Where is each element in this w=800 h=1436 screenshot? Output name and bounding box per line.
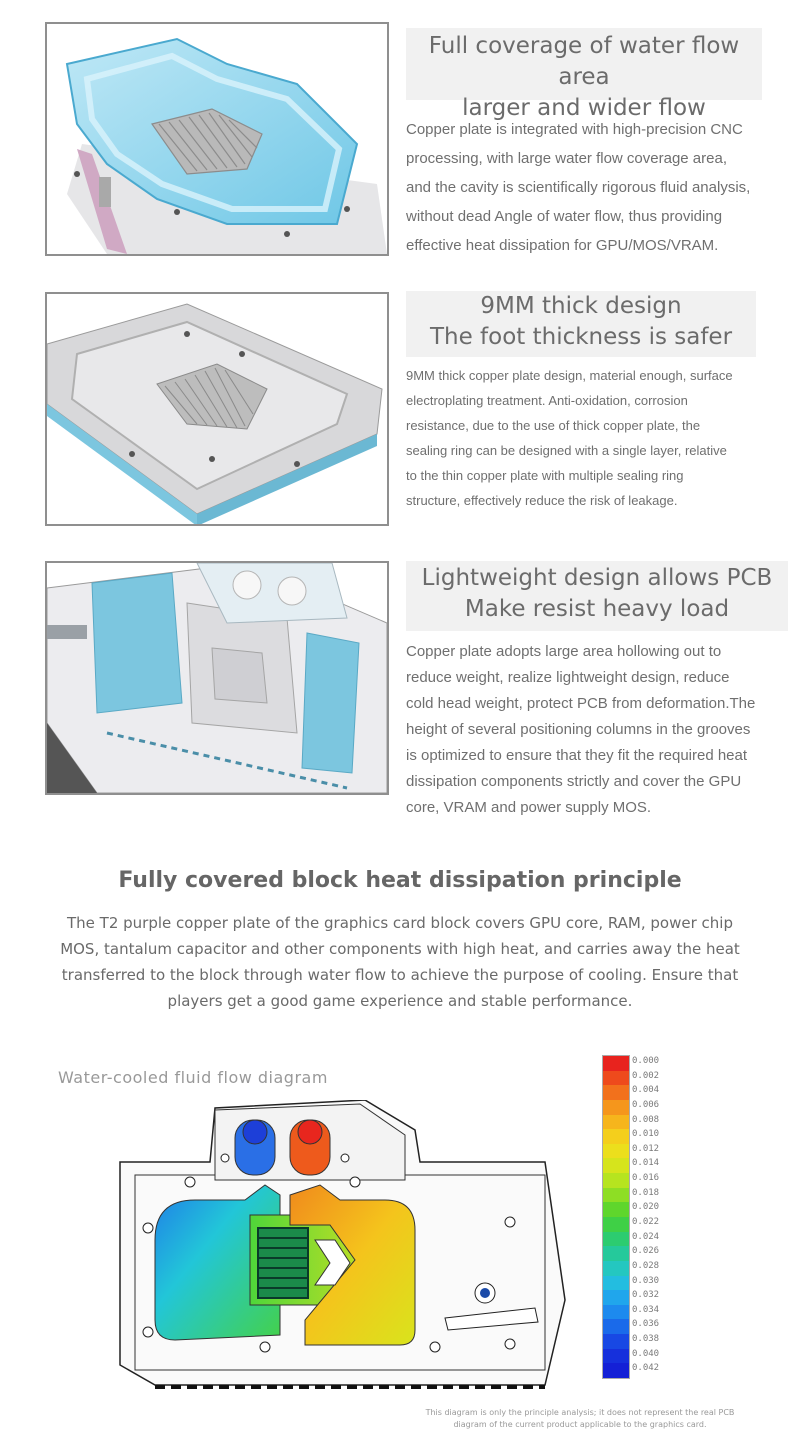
- legend-label: 0.030: [632, 1275, 660, 1286]
- section3-title: Lightweight design allows PCB Make resis…: [406, 561, 788, 631]
- section2-title-line2: The foot thickness is safer: [429, 324, 733, 350]
- body-line: and the cavity is scientifically rigorou…: [406, 179, 751, 196]
- footnote-line1: This diagram is only the principle analy…: [425, 1408, 735, 1417]
- section1-body: Copper plate is integrated with high-pre…: [406, 115, 786, 260]
- diagram-title: Water-cooled fluid flow diagram: [58, 1068, 328, 1087]
- legend-label: 0.024: [632, 1231, 660, 1242]
- legend-label: 0.020: [632, 1202, 660, 1213]
- legend-swatch: [603, 1143, 629, 1159]
- legend-swatch: [603, 1202, 629, 1218]
- body-line: without dead Angle of water flow, thus p…: [406, 208, 723, 225]
- body-line: cold head weight, protect PCB from defor…: [406, 695, 756, 712]
- hollowed-plate-illustration: [47, 563, 387, 793]
- body-line: to the thin copper plate with multiple s…: [406, 468, 684, 483]
- legend-swatch: [603, 1319, 629, 1335]
- section1-title-line1: Full coverage of water flow area: [428, 33, 740, 90]
- body-line: processing, with large water flow covera…: [406, 150, 727, 167]
- legend-label: 0.002: [632, 1070, 660, 1081]
- legend-swatch: [603, 1217, 629, 1233]
- legend-label: 0.036: [632, 1319, 660, 1330]
- diagram-footnote: This diagram is only the principle analy…: [380, 1407, 780, 1431]
- legend-label: 0.026: [632, 1246, 660, 1257]
- legend-swatch: [603, 1114, 629, 1130]
- legend-swatch: [603, 1187, 629, 1203]
- body-line: height of several positioning columns in…: [406, 721, 751, 738]
- legend-color-bar: [602, 1055, 630, 1379]
- body-line: is optimized to ensure that they fit the…: [406, 747, 748, 764]
- section1-title-line2: larger and wider flow: [462, 95, 706, 121]
- legend-label: 0.018: [632, 1187, 660, 1198]
- legend-swatch: [603, 1056, 629, 1072]
- body-line: effective heat dissipation for GPU/MOS/V…: [406, 237, 719, 254]
- body-line: 9MM thick copper plate design, material …: [406, 368, 733, 383]
- legend-swatch: [603, 1363, 629, 1379]
- legend-label: 0.034: [632, 1304, 660, 1315]
- section2-body: 9MM thick copper plate design, material …: [406, 363, 791, 513]
- legend-swatch: [603, 1231, 629, 1247]
- legend-swatch: [603, 1129, 629, 1145]
- legend-swatch: [603, 1158, 629, 1174]
- legend-swatch: [603, 1290, 629, 1306]
- legend-swatch: [603, 1085, 629, 1101]
- principle-heading: Fully covered block heat dissipation pri…: [118, 868, 682, 893]
- legend-label: 0.016: [632, 1173, 660, 1184]
- legend-label: 0.042: [632, 1363, 660, 1374]
- legend-label: 0.000: [632, 1056, 660, 1066]
- body-line: dissipation components strictly and cove…: [406, 773, 742, 790]
- legend-label: 0.012: [632, 1143, 660, 1154]
- legend-label: 0.032: [632, 1290, 660, 1301]
- body-line: Copper plate adopts large area hollowing…: [406, 643, 722, 660]
- legend-swatch: [603, 1260, 629, 1277]
- section2-title-line1: 9MM thick design: [480, 293, 682, 319]
- legend-label: 0.028: [632, 1260, 660, 1271]
- body-line: Copper plate is integrated with high-pre…: [406, 121, 743, 138]
- legend-swatch: [603, 1348, 629, 1364]
- legend-swatch: [603, 1070, 629, 1086]
- legend-label: 0.008: [632, 1114, 660, 1125]
- principle-body: The T2 purple copper plate of the graphi…: [30, 910, 770, 1014]
- fluid-flow-diagram: [119, 1100, 566, 1389]
- section3-title-line1: Lightweight design allows PCB: [421, 565, 773, 591]
- thick-copper-plate-illustration: [47, 303, 383, 524]
- legend-label: 0.038: [632, 1334, 660, 1345]
- section1-title: Full coverage of water flow area larger …: [406, 28, 762, 121]
- legend-label: 0.022: [632, 1217, 660, 1227]
- legend-swatch: [603, 1173, 629, 1189]
- lightweight-image: [45, 561, 389, 795]
- legend-swatch: [603, 1099, 629, 1116]
- flow-legend: 0.000 0.002 0.004 0.006 0.008 0.010 0.012 0.014…: [600, 1055, 720, 1385]
- water-block-cavity-illustration: [65, 37, 387, 254]
- body-line: reduce weight, realize lightweight desig…: [406, 669, 730, 686]
- legend-label: 0.010: [632, 1129, 660, 1140]
- legend-swatch: [603, 1304, 629, 1320]
- footnote-line2: diagram of the current product applicabl…: [453, 1420, 707, 1429]
- legend-label: 0.014: [632, 1158, 660, 1169]
- section3-title-line2: Make resist heavy load: [464, 596, 730, 622]
- body-line: structure, effectively reduce the risk o…: [406, 493, 678, 508]
- legend-swatch: [603, 1246, 629, 1262]
- body-line: core, VRAM and power supply MOS.: [406, 799, 652, 816]
- coverage-image: [45, 22, 389, 256]
- body-line: players get a good game experience and s…: [167, 992, 633, 1010]
- section3-body: Copper plate adopts large area hollowing…: [406, 639, 791, 821]
- thickness-image: [45, 292, 389, 526]
- body-line: sealing ring can be designed with a sing…: [406, 443, 727, 458]
- body-line: MOS, tantalum capacitor and other compon…: [60, 940, 740, 958]
- body-line: electroplating treatment. Anti-oxidation…: [406, 393, 688, 408]
- body-line: transferred to the block through water f…: [61, 966, 739, 984]
- legend-swatch: [603, 1275, 629, 1291]
- legend-swatch: [603, 1334, 629, 1350]
- legend-label: 0.040: [632, 1348, 660, 1359]
- legend-label: 0.006: [632, 1099, 660, 1110]
- body-line: The T2 purple copper plate of the graphi…: [67, 914, 733, 932]
- body-line: resistance, due to the use of thick copp…: [406, 418, 701, 433]
- legend-label: 0.004: [632, 1085, 660, 1096]
- section2-title: 9MM thick design The foot thickness is s…: [406, 291, 756, 357]
